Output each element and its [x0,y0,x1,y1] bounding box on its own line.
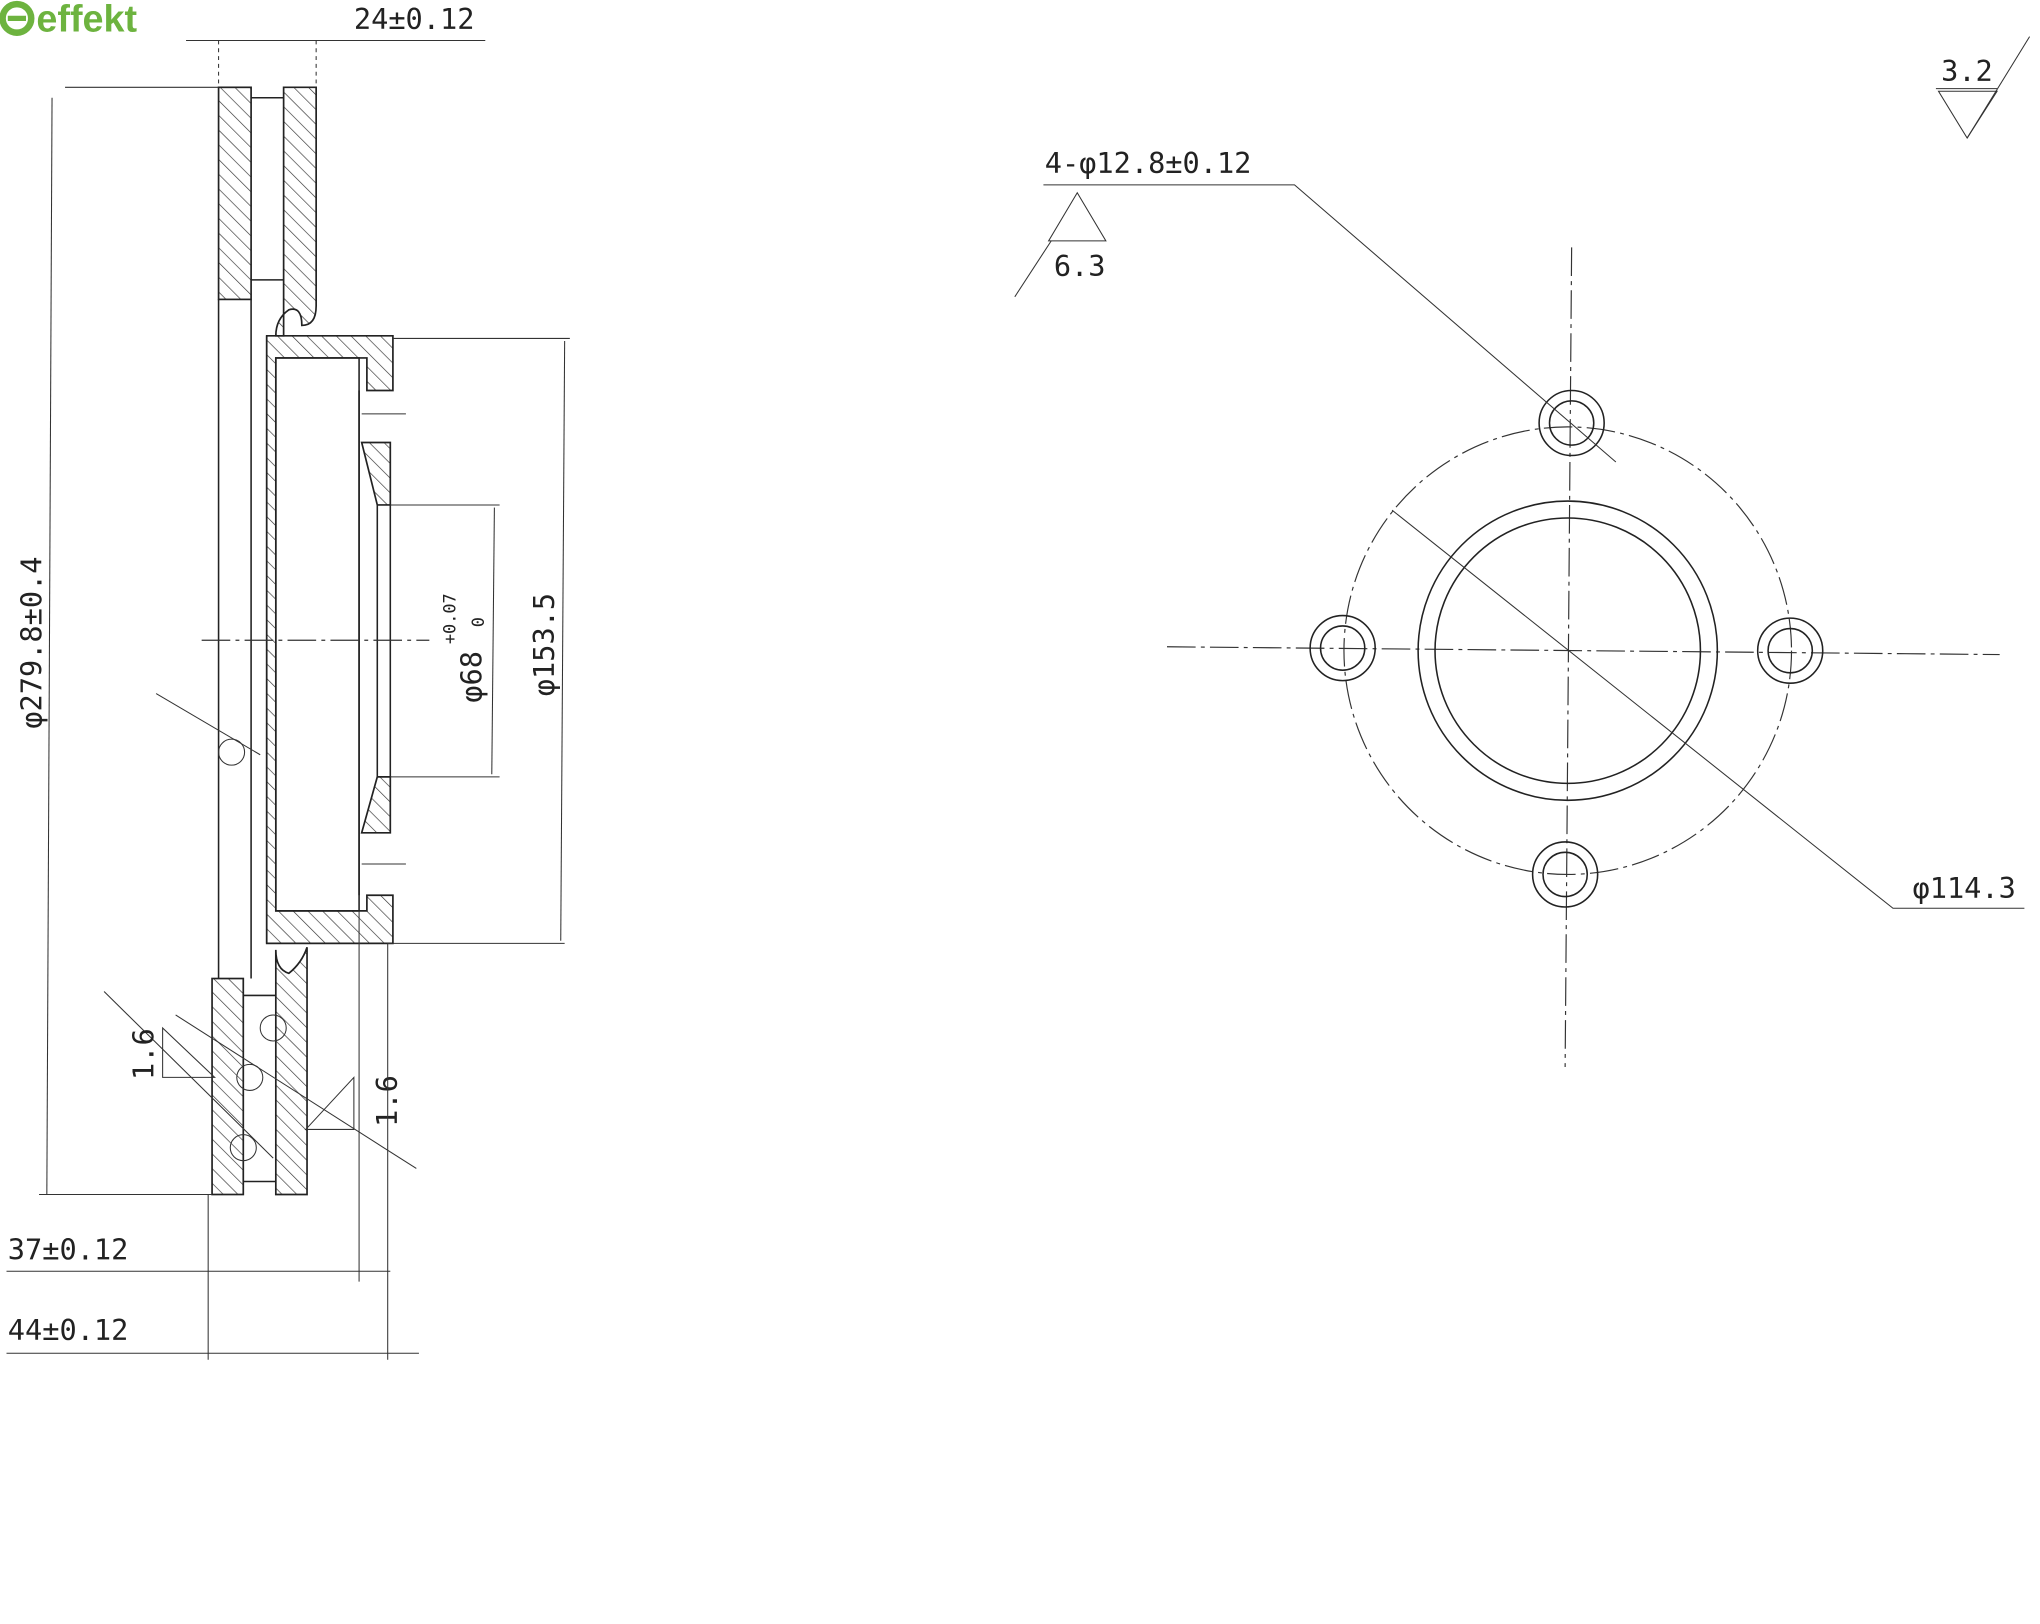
roughness-symbol-general: 3.2 [1935,36,2031,140]
hub-outer-circle [1417,500,1719,802]
bore-diameter-dimension: φ68 [454,651,488,703]
roughness-symbol-holes: 6.3 [1014,191,1107,298]
total-height-dimension: 44±0.12 [8,1313,129,1347]
friction-plate-right-lower [274,947,308,1196]
roughness-symbol-right: 1.6 [175,1014,417,1169]
bolt-holes-dimension: 4-φ12.8±0.12 [1045,146,1252,180]
bore-tolerance-upper: +0.07 [439,593,459,644]
bolt-hole-left [1309,614,1376,682]
pitch-circle [1343,426,1793,876]
front-view: φ114.3 4-φ12.8±0.12 6.3 3.2 [1014,36,2031,1068]
roughness-symbol-left: 1.6 [103,693,274,1159]
friction-plate-left-lower [211,977,245,1196]
section-view: 24±0.12 φ279.8±0.4 φ153.5 [6,2,570,1360]
bolt-hole-right [1756,617,1824,684]
friction-plate-right-upper [274,86,317,337]
outer-diameter-dimension: φ279.8±0.4 [15,556,49,728]
bolt-hole-top [1538,389,1605,457]
svg-text:6.3: 6.3 [1054,249,1106,283]
hat-height-dimension: 37±0.12 [8,1233,129,1267]
effekt-logo: effekt [0,0,137,39]
hub-hat [265,334,394,945]
svg-text:1.6: 1.6 [370,1075,404,1127]
hub-diameter-dimension: φ153.5 [527,593,561,696]
pcd-dimension: φ114.3 [1913,871,2016,905]
logo-text: effekt [36,0,137,39]
svg-text:1.6: 1.6 [127,1028,161,1080]
bolt-hole-bottom [1531,841,1599,908]
friction-plate-left-upper [217,86,252,301]
svg-text:3.2: 3.2 [1941,54,1993,88]
bore-tolerance-lower: 0 [468,617,488,627]
center-bore-circle [1434,517,1702,785]
width-dimension: 24±0.12 [354,2,475,36]
